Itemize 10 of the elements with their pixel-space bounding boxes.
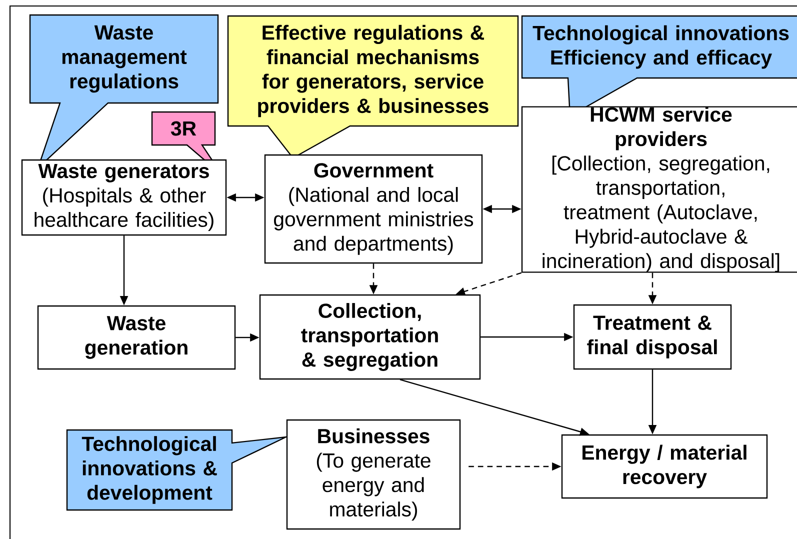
process-box: Energy / material recovery	[561, 434, 768, 499]
process-box: HCWM service providers [Collection, segregation, transportation, treatment (Autoclave, Hybrid-autoclave & incineration) and disposal]	[521, 106, 797, 273]
process-box: Waste generation	[37, 305, 236, 370]
process-box: Collection, transportation & segregation	[259, 294, 481, 380]
callout: Technological innovations & development	[66, 429, 290, 511]
process-box: Government (National and local government ministries and departments)	[264, 154, 483, 264]
process-box: Treatment & final disposal	[573, 304, 732, 370]
process-box: Waste generators (Hospitals & other healthcare facilities)	[21, 159, 227, 236]
process-box: Businesses (To generate energy and materials)	[286, 419, 461, 530]
callout: Effective regulations & financial mechanisms for generators, service providers & businesses	[227, 15, 519, 159]
